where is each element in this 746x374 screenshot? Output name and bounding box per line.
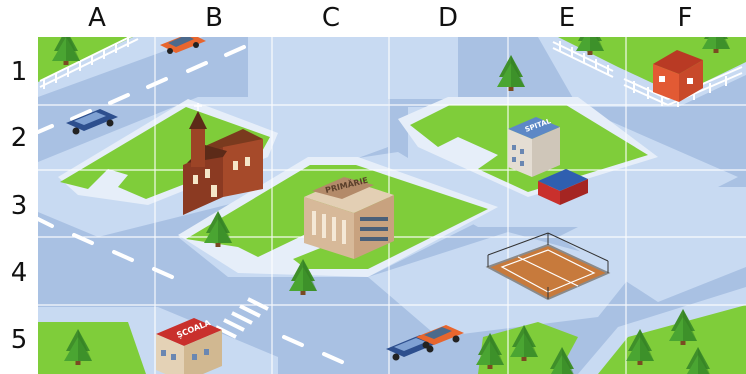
column-label-b: B [205, 3, 223, 33]
car-orange-d5 [416, 325, 464, 349]
fence-a1 [39, 37, 139, 89]
red-house-building [653, 50, 703, 102]
column-label-e: E [558, 3, 576, 33]
hospital-building: SPITAL [508, 117, 588, 205]
car-orange-top [160, 37, 206, 54]
town-map-svg: PRIMĂRIE SPITAL ȘCOALA [38, 37, 746, 374]
column-label-d: D [437, 3, 459, 33]
town-hall-building: PRIMĂRIE [304, 174, 394, 259]
church-building [183, 103, 263, 215]
crosswalk [215, 297, 269, 339]
car-blue-a2 [66, 109, 118, 135]
column-label-f: F [677, 3, 693, 33]
school-building: ȘCOALA [156, 318, 222, 374]
row-label-4: 4 [10, 258, 28, 288]
town-map: PRIMĂRIE SPITAL ȘCOALA [38, 37, 746, 374]
column-label-a: A [88, 3, 106, 33]
row-label-5: 5 [10, 325, 28, 355]
row-label-2: 2 [10, 123, 28, 153]
row-label-1: 1 [10, 57, 28, 87]
tennis-court [485, 232, 611, 301]
row-label-3: 3 [10, 191, 28, 221]
road-dashes [38, 45, 344, 364]
fence-e1 [552, 41, 614, 78]
column-label-c: C [321, 3, 341, 33]
